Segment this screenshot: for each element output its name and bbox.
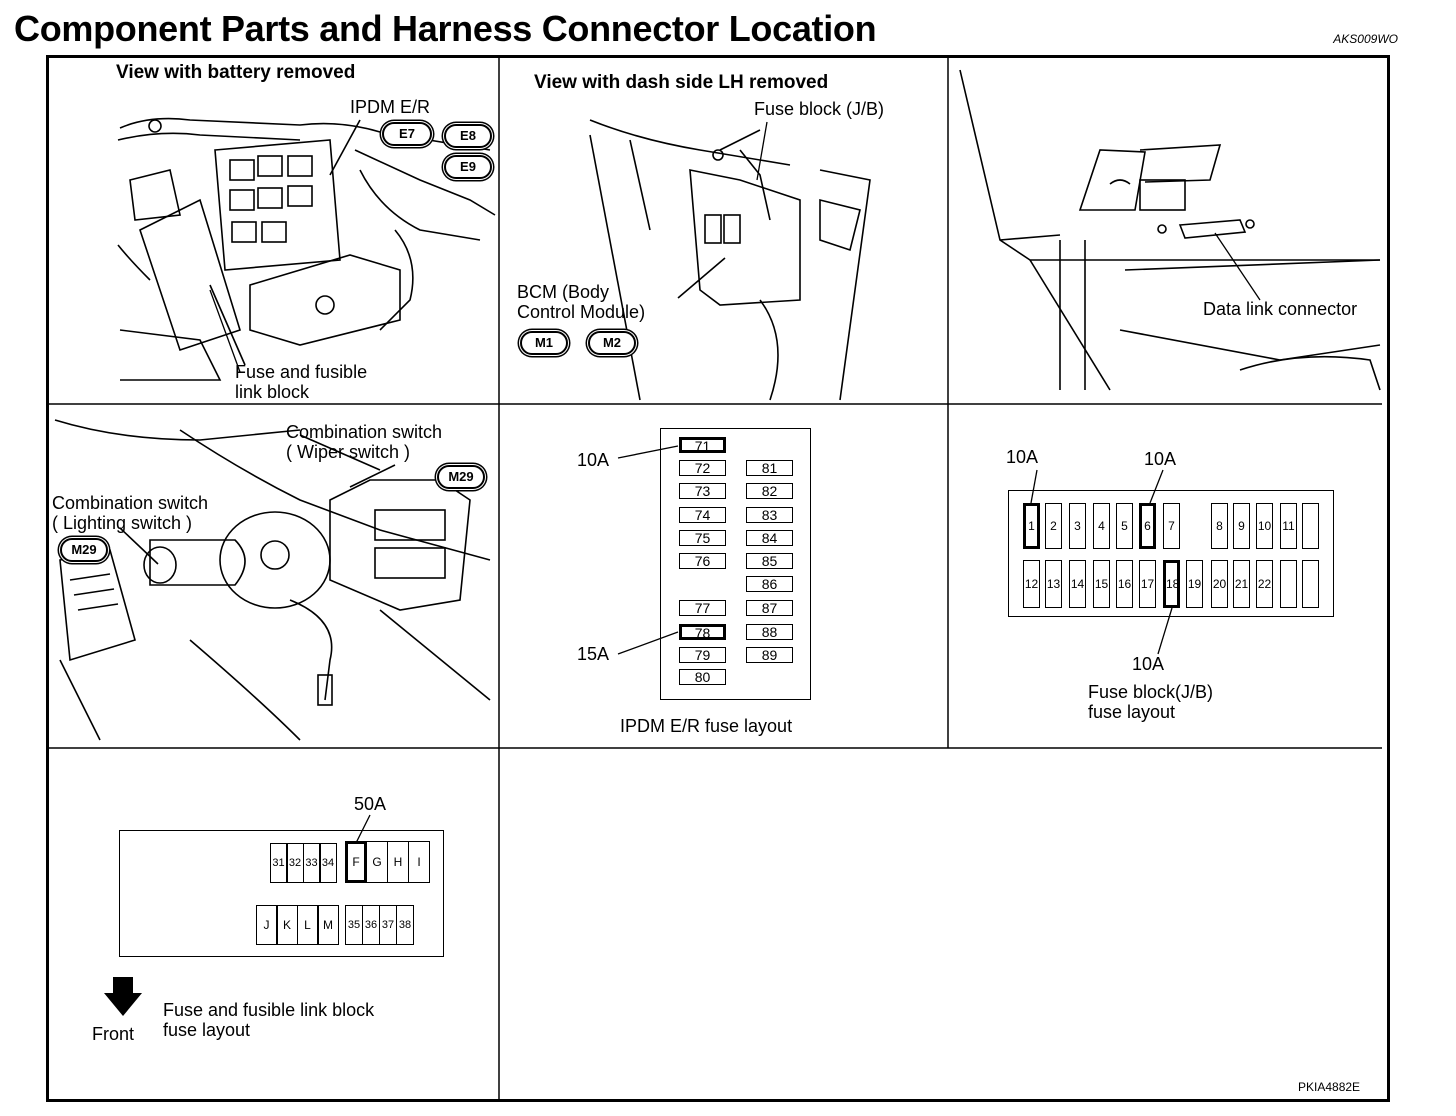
- jb-fuse: 22: [1256, 560, 1273, 608]
- dashboard-lower-illustration: [959, 69, 1381, 391]
- ipdm-fuse: 85: [746, 553, 793, 569]
- fusible-link-label-50a: 50A: [354, 794, 387, 814]
- connector-e9: E9: [444, 155, 492, 179]
- jb-fuse: 12: [1023, 560, 1040, 608]
- ipdm-fuse: 75: [679, 530, 726, 546]
- jb-fuse: 8: [1211, 503, 1228, 549]
- ipdm-fuse: 83: [746, 507, 793, 523]
- figure-code: PKIA4882E: [1298, 1080, 1361, 1094]
- fusible-link-fuse: H: [387, 841, 409, 883]
- ipdm-fuse: 86: [746, 576, 793, 592]
- diagram-frame: [46, 55, 1390, 1102]
- panel-battery-heading: View with battery removed: [116, 62, 356, 83]
- ipdm-fuse-box: [660, 428, 811, 700]
- jb-fuse: 4: [1093, 503, 1110, 549]
- jb-fuse: 15: [1093, 560, 1110, 608]
- ipdm-fuse: 72: [679, 460, 726, 476]
- fuse-fusible-link-label: Fuse and fusible link block: [235, 362, 368, 402]
- jb-label-10a-6: 10A: [1144, 449, 1177, 469]
- ipdm-fuse: 76: [679, 553, 726, 569]
- ipdm-fuse: 82: [746, 483, 793, 499]
- connector-m29-lighting: M29: [60, 538, 108, 562]
- fusible-link-layout-caption: Fuse and fusible link block fuse layout: [163, 1000, 375, 1040]
- fusible-link-fuse: L: [297, 905, 318, 945]
- page-title: Component Parts and Harness Connector Lo…: [14, 8, 877, 49]
- jb-fuse: [1280, 560, 1297, 608]
- ipdm-fuse: 84: [746, 530, 793, 546]
- front-label: Front: [92, 1024, 135, 1044]
- jb-fuse-layout-caption: Fuse block(J/B) fuse layout: [1088, 682, 1214, 722]
- fusible-link-fuse: G: [366, 841, 388, 883]
- jb-fuse: 18: [1163, 560, 1180, 608]
- connector-e8: E8: [444, 124, 492, 148]
- connector-m2: M2: [588, 331, 636, 355]
- lighting-switch-label: Combination switch ( Lighting switch ): [52, 493, 209, 533]
- jb-fuse: 7: [1163, 503, 1180, 549]
- jb-fuse: 21: [1233, 560, 1250, 608]
- jb-fuse: 16: [1116, 560, 1133, 608]
- ipdm-fuse: 88: [746, 624, 793, 640]
- ipdm-fuse: 89: [746, 647, 793, 663]
- data-link-connector-label: Data link connector: [1203, 299, 1358, 319]
- jb-fuse: 2: [1045, 503, 1062, 549]
- jb-fuse: 11: [1280, 503, 1297, 549]
- jb-label-10a-18: 10A: [1132, 654, 1165, 674]
- jb-fuse: 1: [1023, 503, 1040, 549]
- fusible-link-fuse: I: [408, 841, 430, 883]
- fusible-link-fuse: F: [345, 841, 367, 883]
- ipdm-fuse: 87: [746, 600, 793, 616]
- fusible-link-fuse: J: [256, 905, 277, 945]
- connector-m1: M1: [520, 331, 568, 355]
- ipdm-fuse: 78: [679, 624, 726, 640]
- fusible-link-fuse: 32: [286, 843, 304, 883]
- jb-fuse: 19: [1186, 560, 1203, 608]
- jb-fuse: [1302, 503, 1319, 549]
- fusible-link-fuse: 36: [362, 905, 380, 945]
- fusible-link-fuse: 34: [319, 843, 337, 883]
- ipdm-fuse: 80: [679, 669, 726, 685]
- jb-fuse: 6: [1139, 503, 1156, 549]
- connector-e7: E7: [382, 122, 432, 146]
- jb-label-10a-1: 10A: [1006, 447, 1039, 467]
- ipdm-fuse: 81: [746, 460, 793, 476]
- ipdm-label-10a: 10A: [577, 450, 610, 470]
- fusible-link-fuse: 37: [379, 905, 397, 945]
- ipdm-fuse-layout-caption: IPDM E/R fuse layout: [620, 716, 793, 736]
- fusible-link-fuse: 38: [396, 905, 414, 945]
- jb-fuse: 20: [1211, 560, 1228, 608]
- ipdm-fuse: 74: [679, 507, 726, 523]
- ipdm-fuse: 77: [679, 600, 726, 616]
- panel-dash-heading: View with dash side LH removed: [534, 72, 829, 93]
- ipdm-fuse: 71: [679, 437, 726, 453]
- connector-m29-wiper: M29: [437, 465, 485, 489]
- jb-fuse: 14: [1069, 560, 1086, 608]
- jb-fuse-box: [1008, 490, 1334, 617]
- fusible-link-fuse: 31: [270, 843, 287, 883]
- jb-fuse: 5: [1116, 503, 1133, 549]
- document-code: AKS009WO: [1333, 32, 1398, 46]
- jb-fuse: 9: [1233, 503, 1250, 549]
- fusible-link-fuse: 35: [345, 905, 363, 945]
- bcm-label: BCM (Body Control Module): [517, 282, 646, 322]
- ipdm-fuse: 79: [679, 647, 726, 663]
- jb-fuse: 13: [1045, 560, 1062, 608]
- dash-side-illustration: [589, 119, 871, 401]
- fusible-link-fuse: 33: [303, 843, 320, 883]
- fusible-link-fuse: K: [276, 905, 298, 945]
- jb-fuse: 10: [1256, 503, 1273, 549]
- fuse-block-jb-label: Fuse block (J/B): [754, 99, 885, 119]
- jb-fuse: 17: [1139, 560, 1156, 608]
- ipdm-fuse: 73: [679, 483, 726, 499]
- fusible-link-box: [119, 830, 444, 957]
- ipdm-label-15a: 15A: [577, 644, 610, 664]
- steering-column-illustration: [54, 419, 491, 741]
- ipdm-label: IPDM E/R: [350, 97, 431, 117]
- engine-bay-illustration: [117, 117, 496, 381]
- front-arrow-icon: [104, 977, 142, 1016]
- jb-fuse: 3: [1069, 503, 1086, 549]
- fusible-link-fuse: M: [317, 905, 339, 945]
- jb-fuse: [1302, 560, 1319, 608]
- wiper-switch-label: Combination switch ( Wiper switch ): [286, 422, 443, 462]
